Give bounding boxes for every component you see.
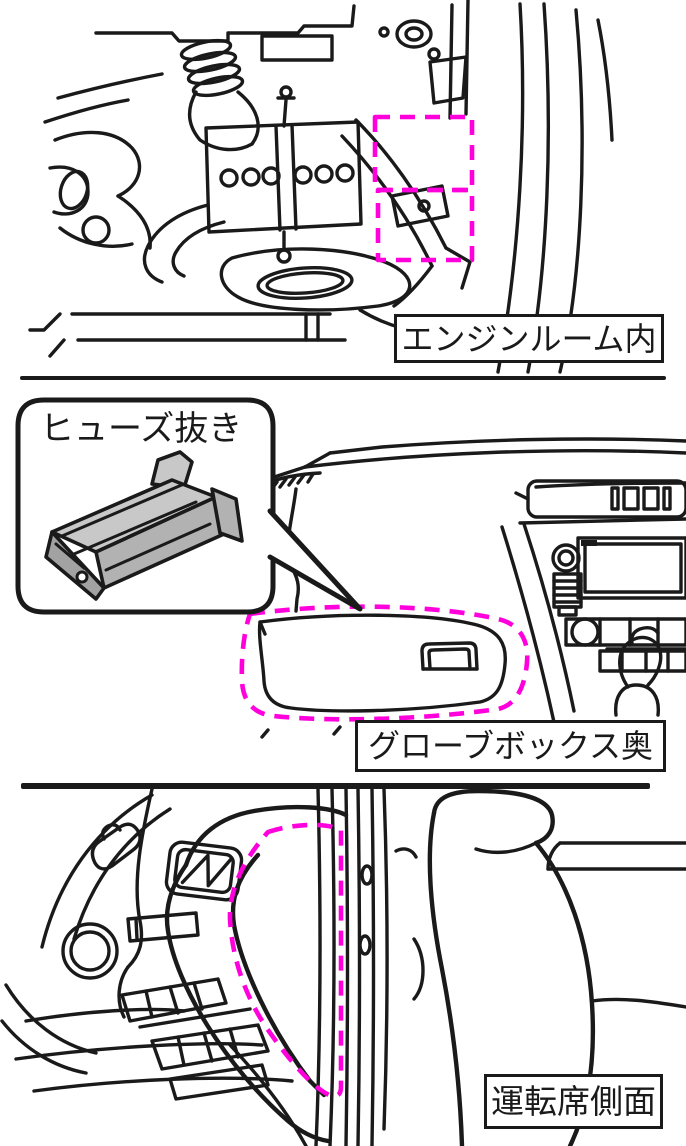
- audio-knob: [551, 543, 581, 573]
- glove-box-caption: グローブボックス奥: [355, 720, 666, 772]
- fuse-box-highlight-dashed-box: [372, 114, 475, 263]
- center-stack: [500, 522, 686, 753]
- engine-bay-illustration: [28, 0, 614, 374]
- glove-box-highlight-dashed-outline: [239, 604, 530, 722]
- driver-side-caption: 運転席側面: [484, 1074, 663, 1129]
- panel-divider: [21, 783, 650, 789]
- engine-bay-line-art: [28, 0, 614, 374]
- panel-divider: [20, 376, 666, 380]
- fuse-puller-callout: [15, 397, 363, 615]
- turn-signal-stalk: [90, 822, 142, 871]
- dashboard-illustration: [15, 397, 686, 753]
- glove-box-caption-text: グローブボックス奥: [367, 728, 654, 764]
- engine-room-caption-text: エンジンルーム内: [401, 320, 657, 357]
- ignition-knob: [61, 922, 119, 980]
- fuse-puller-illustration: [44, 450, 244, 601]
- driver-side-caption-text: 運転席側面: [491, 1083, 656, 1120]
- instrument-cluster-hood: [164, 804, 349, 1144]
- side-panel-highlight-dashed-outline: [227, 822, 344, 1099]
- fuse-puller-callout-label: ヒューズ抜き: [40, 408, 272, 450]
- audio-unit: [576, 536, 686, 600]
- glove-box-handle: [420, 641, 479, 671]
- engine-room-caption: エンジンルーム内: [394, 314, 664, 363]
- climate-panel: [564, 617, 686, 647]
- dashboard-line-art: [257, 437, 686, 753]
- shift-lever: [605, 625, 686, 717]
- glove-box-lid: [257, 613, 507, 739]
- fuse-puller-callout-text: ヒューズ抜き: [40, 410, 243, 448]
- strut-tower: [378, 19, 441, 61]
- louver-vents: [120, 977, 270, 1101]
- a-pillar-and-door: [314, 789, 425, 1146]
- hose-tangle: [48, 130, 226, 284]
- battery: [204, 85, 363, 264]
- passenger-vent-trim: [514, 479, 686, 525]
- air-cleaner: [219, 247, 412, 312]
- corrugated-hose: [179, 38, 260, 152]
